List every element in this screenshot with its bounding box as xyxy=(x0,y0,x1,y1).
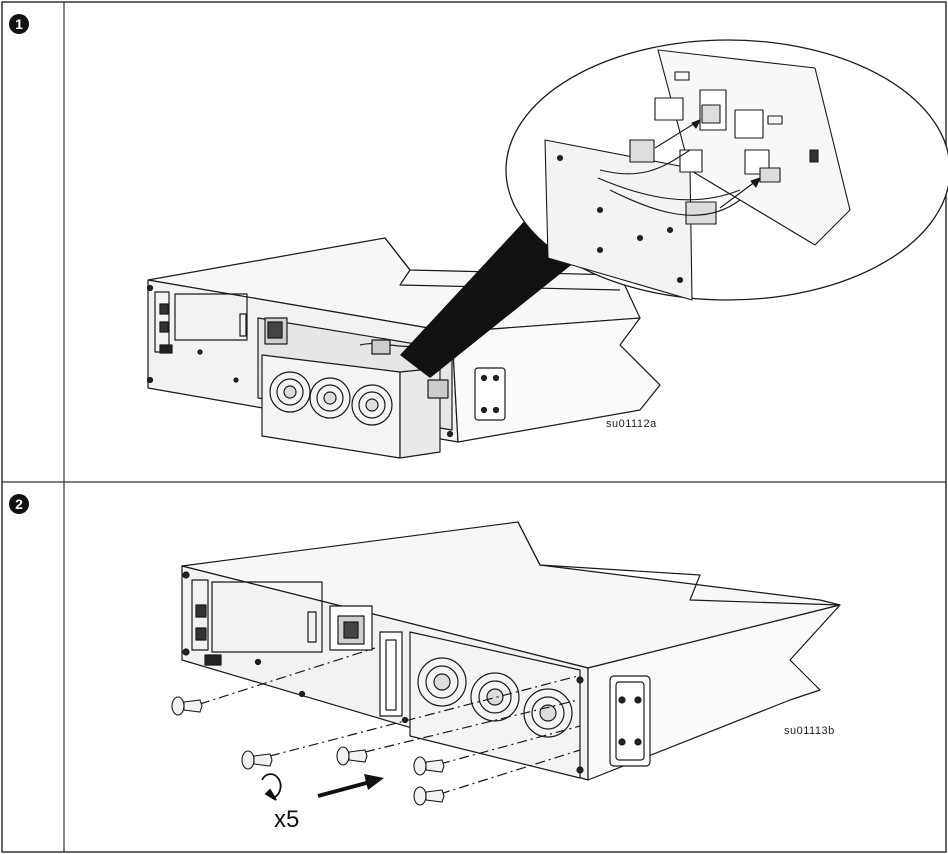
push-arrow-icon xyxy=(317,774,384,798)
front-port-module-2 xyxy=(191,579,209,651)
screw-guide-lines xyxy=(199,647,581,795)
step-1-badge: 1 xyxy=(9,14,29,34)
screw-5 xyxy=(413,786,445,806)
rotate-clockwise-icon xyxy=(261,773,282,801)
figure-label-step-1: su01112a xyxy=(606,418,657,430)
magnified-detail xyxy=(505,39,948,301)
screw-4 xyxy=(413,756,445,776)
side-handle-plate xyxy=(474,367,506,421)
screw-count-label: x5 xyxy=(274,806,300,833)
screw-3 xyxy=(336,746,368,766)
screw-1 xyxy=(171,696,203,716)
ups-side-face-2 xyxy=(587,604,841,781)
step-2-badge: 2 xyxy=(9,494,29,514)
screws xyxy=(171,696,445,806)
figure-label-step-2: su01113b xyxy=(784,725,835,737)
zoom-cone xyxy=(400,215,575,378)
screw-2 xyxy=(241,750,273,770)
